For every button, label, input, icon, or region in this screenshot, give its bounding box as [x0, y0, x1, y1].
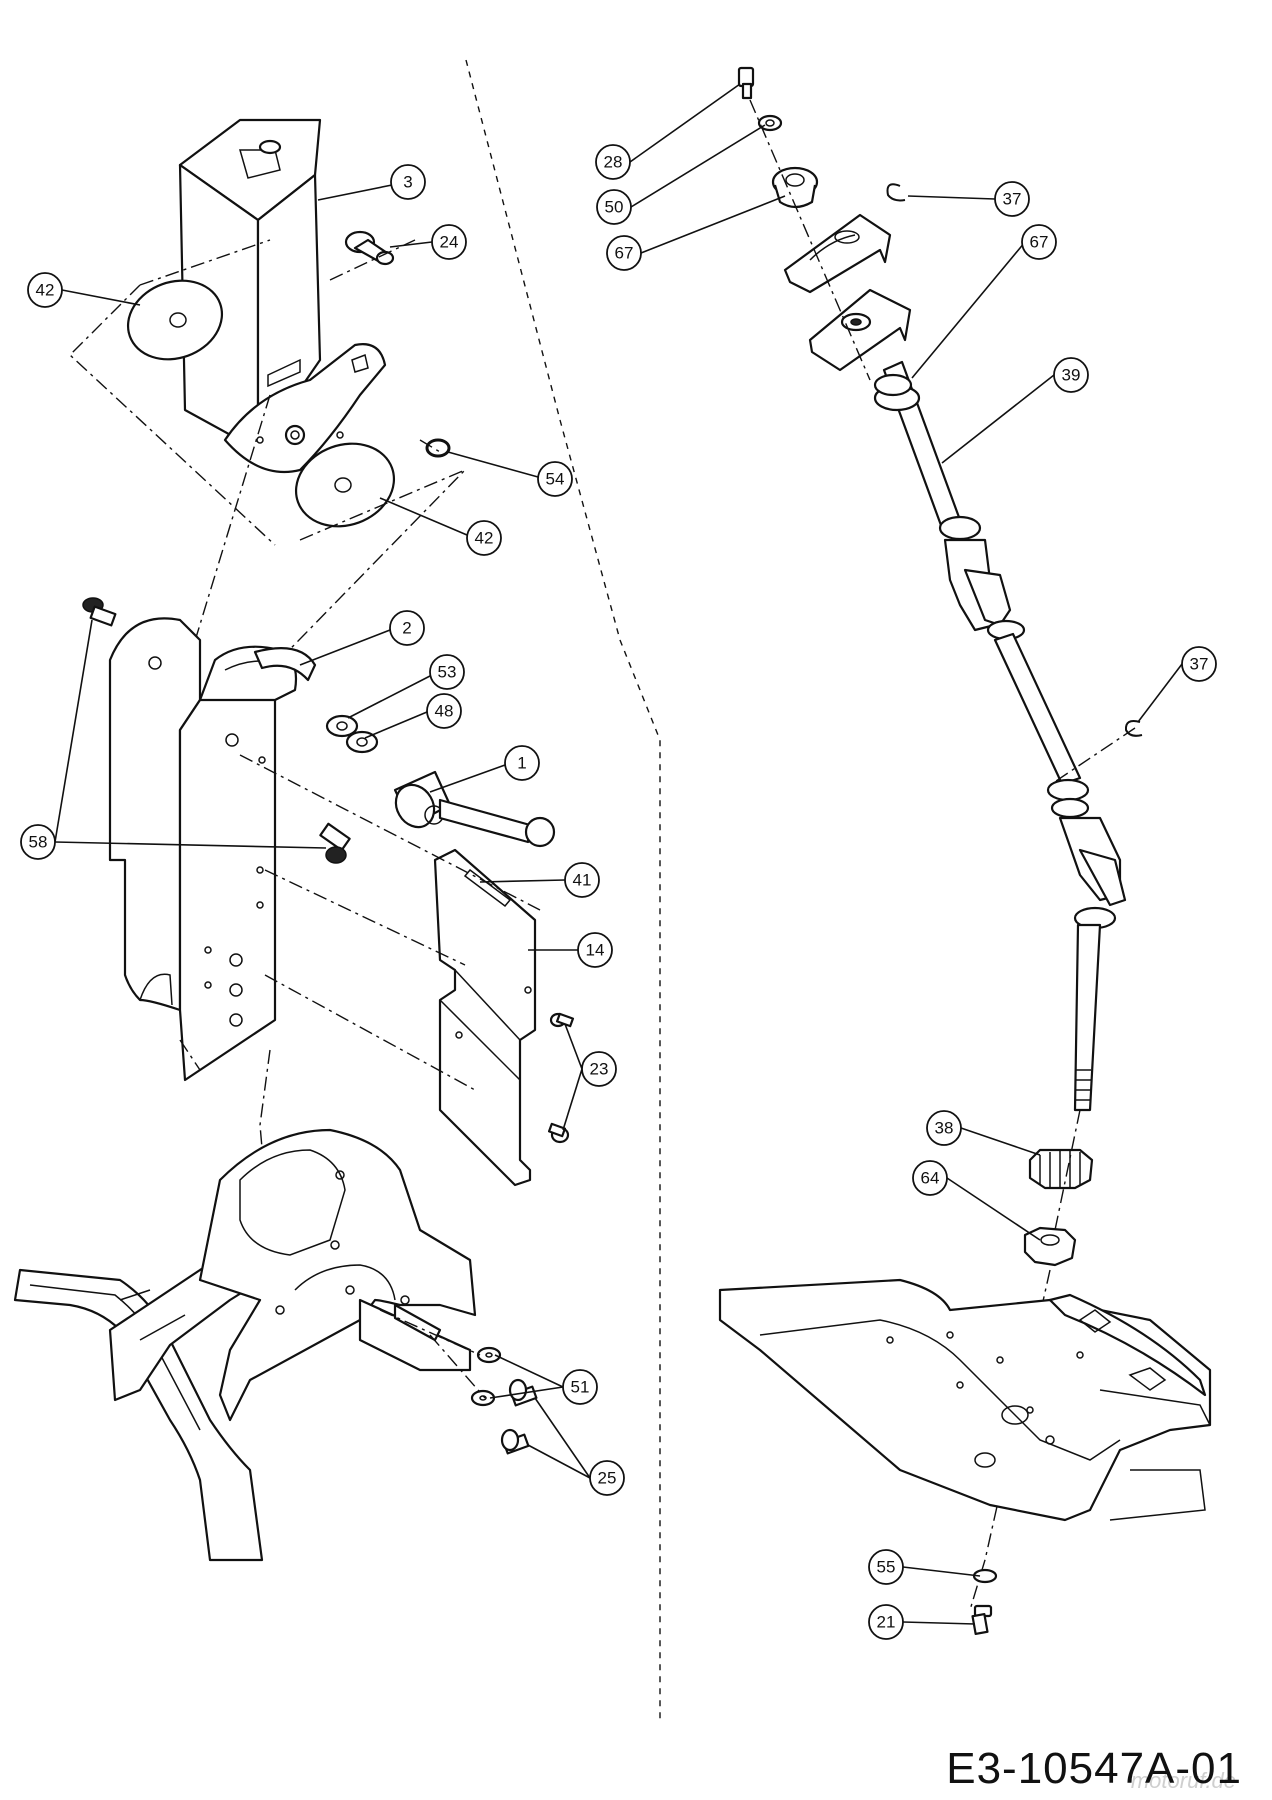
bushing-67-upper	[771, 166, 819, 209]
callout-21: 21	[868, 1604, 904, 1640]
bolt-21	[971, 1604, 993, 1636]
svg-text:67: 67	[615, 244, 634, 263]
callout-42-lower: 42	[466, 520, 502, 556]
callout-14: 14	[577, 932, 613, 968]
svg-text:41: 41	[573, 871, 592, 890]
callout-48: 48	[426, 693, 462, 729]
callout-67-lower: 67	[1021, 224, 1057, 260]
clip-37-upper	[886, 183, 906, 202]
mounting-bracket	[108, 617, 298, 1082]
bolt-58-upper	[82, 597, 117, 627]
pivot-plate	[223, 343, 387, 474]
callout-53: 53	[429, 654, 465, 690]
washer-42-lower	[294, 442, 396, 528]
bolt-28	[737, 66, 755, 100]
svg-text:42: 42	[475, 529, 494, 548]
floor-pan-right	[718, 1278, 1212, 1522]
callout-2: 2	[389, 610, 425, 646]
washer-51-upper	[476, 1346, 502, 1364]
callout-42-upper: 42	[27, 272, 63, 308]
svg-text:64: 64	[921, 1169, 940, 1188]
washer-42-upper	[126, 279, 224, 361]
callout-3: 3	[390, 164, 426, 200]
callout-41: 41	[564, 862, 600, 898]
svg-text:39: 39	[1062, 366, 1081, 385]
svg-text:2: 2	[402, 619, 411, 638]
svg-text:54: 54	[546, 470, 565, 489]
clip-37-lower	[1124, 720, 1143, 737]
gear-38	[1028, 1148, 1094, 1190]
callout-28: 28	[595, 144, 631, 180]
drawing-reference-code: E3-10547A-01	[946, 1744, 1242, 1793]
svg-text:3: 3	[403, 173, 412, 192]
callout-37-upper: 37	[994, 181, 1030, 217]
svg-text:37: 37	[1003, 190, 1022, 209]
svg-text:24: 24	[440, 233, 459, 252]
svg-text:67: 67	[1030, 233, 1049, 252]
callout-leaders	[54, 83, 1183, 1625]
washer-48	[345, 730, 379, 754]
svg-text:48: 48	[435, 702, 454, 721]
steering-shaft-39	[873, 360, 1127, 1112]
svg-text:23: 23	[590, 1060, 609, 1079]
callout-64: 64	[912, 1160, 948, 1196]
callout-67-upper: 67	[606, 235, 642, 271]
callout-25: 25	[589, 1460, 625, 1496]
watermark: motoruf.de	[1130, 1768, 1236, 1793]
adjustment-handle	[393, 770, 556, 848]
lower-bracket	[808, 288, 912, 372]
washer-53	[325, 714, 359, 738]
callout-50: 50	[596, 189, 632, 225]
upper-bracket	[783, 213, 892, 294]
o-ring-54	[425, 438, 451, 458]
lever-2	[253, 647, 317, 682]
callout-54: 54	[537, 461, 573, 497]
callout-51: 51	[562, 1369, 598, 1405]
svg-text:14: 14	[586, 941, 605, 960]
bolt-25-lower	[500, 1428, 530, 1455]
callout-39: 39	[1053, 357, 1089, 393]
callout-1: 1	[504, 745, 540, 781]
svg-text:53: 53	[438, 663, 457, 682]
svg-text:38: 38	[935, 1119, 954, 1138]
callout-37-lower: 37	[1181, 646, 1217, 682]
svg-text:37: 37	[1190, 655, 1209, 674]
bushing-24	[344, 230, 395, 266]
svg-text:21: 21	[877, 1613, 896, 1632]
screw-23-lower	[547, 1122, 570, 1144]
callout-55: 55	[868, 1549, 904, 1585]
svg-text:51: 51	[571, 1378, 590, 1397]
callout-58: 58	[20, 824, 56, 860]
cover-plate-14	[433, 848, 537, 1187]
svg-text:1: 1	[517, 754, 526, 773]
screw-23-upper	[549, 1012, 575, 1028]
nut-64	[1023, 1226, 1077, 1267]
chassis-frame-left	[13, 1128, 477, 1562]
callout-24: 24	[431, 224, 467, 260]
svg-text:42: 42	[36, 281, 55, 300]
svg-text:55: 55	[877, 1558, 896, 1577]
callout-38: 38	[926, 1110, 962, 1146]
svg-text:50: 50	[605, 198, 624, 217]
washer-50	[757, 114, 783, 132]
svg-text:25: 25	[598, 1469, 617, 1488]
divider-line	[465, 59, 661, 1720]
svg-text:28: 28	[604, 153, 623, 172]
svg-text:58: 58	[29, 833, 48, 852]
callout-23: 23	[581, 1051, 617, 1087]
bolt-58-lower	[319, 822, 351, 864]
